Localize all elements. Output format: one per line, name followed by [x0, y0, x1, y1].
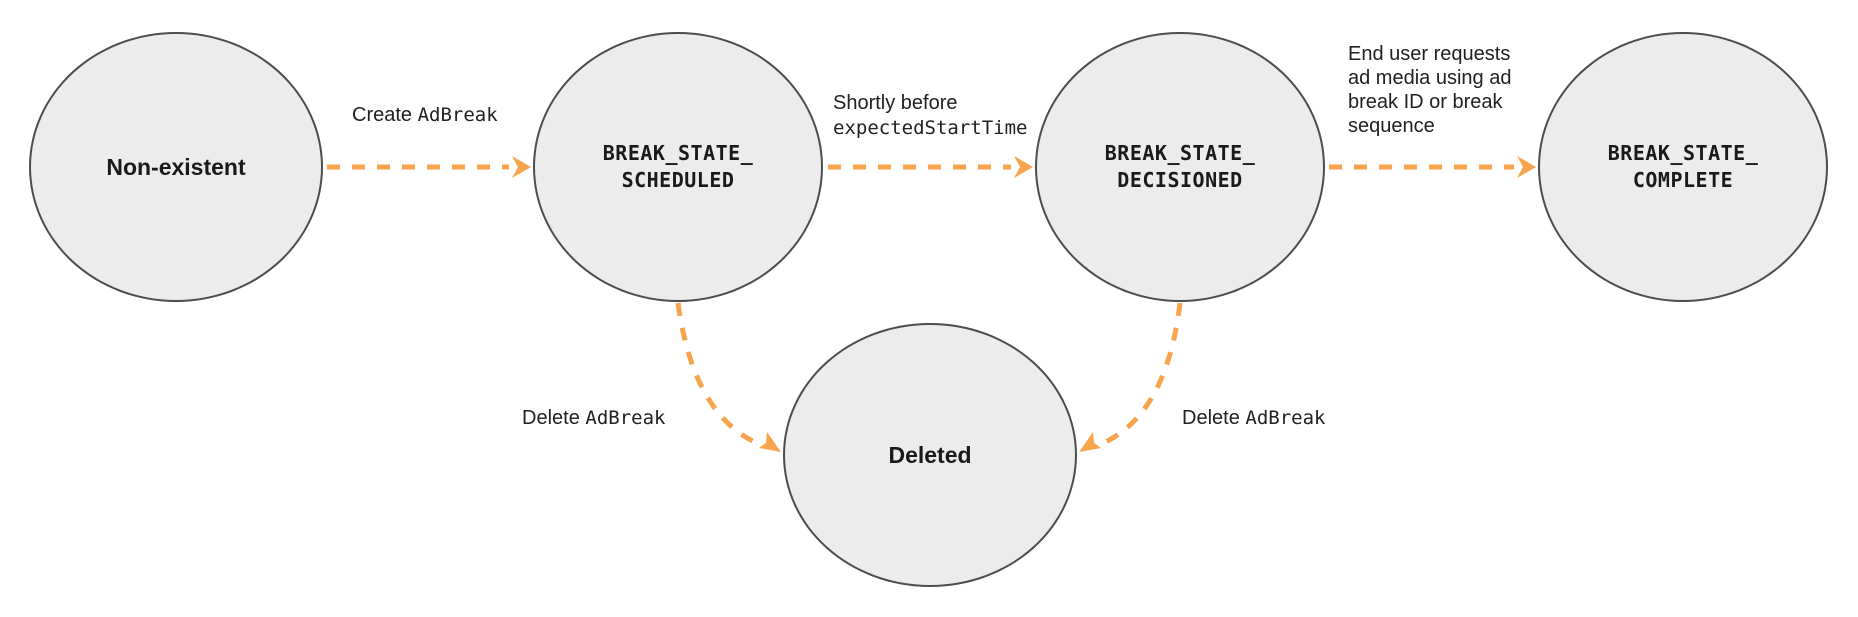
edge-label-end-user-requests: End user requests ad media using ad brea…	[1348, 42, 1536, 138]
edge-label-code: expectedStartTime	[833, 117, 1028, 139]
arrowhead-icon	[512, 156, 531, 178]
arrowhead-icon	[1079, 432, 1101, 452]
arrowhead-icon	[1014, 156, 1033, 178]
edge-label-text: End user requests ad media using ad brea…	[1348, 43, 1512, 137]
arrow-create-adbreak	[327, 156, 531, 178]
edge-label-code: AdBreak	[417, 104, 498, 126]
arrow-end-user-requests	[1329, 156, 1536, 178]
state-node-break-state-scheduled: BREAK_STATE_ SCHEDULED	[533, 32, 823, 302]
state-label: Non-existent	[106, 154, 246, 180]
edge-label-delete-adbreak-right: Delete AdBreak	[1182, 406, 1325, 431]
state-node-break-state-complete: BREAK_STATE_ COMPLETE	[1538, 32, 1828, 302]
edge-label-text: Shortly before	[833, 92, 958, 114]
arrowhead-icon	[1517, 156, 1536, 178]
arrow-delete-adbreak-left	[675, 302, 781, 452]
edge-label-code: AdBreak	[1245, 407, 1326, 429]
arrow-shortly-before	[828, 156, 1033, 178]
edge-label-text: Create	[352, 104, 418, 126]
state-label: BREAK_STATE_ COMPLETE	[1607, 141, 1759, 192]
edge-label-text: Delete	[522, 407, 586, 429]
state-node-deleted: Deleted	[783, 323, 1077, 587]
state-label: Deleted	[888, 442, 972, 468]
edge-label-create-adbreak: Create AdBreak	[352, 103, 498, 128]
edge-label-text: Delete	[1182, 407, 1246, 429]
edge-label-shortly-before: Shortly before expectedStartTime	[833, 91, 1027, 141]
arrow-delete-adbreak-right	[1079, 302, 1183, 452]
edge-label-delete-adbreak-left: Delete AdBreak	[522, 406, 665, 431]
edge-label-code: AdBreak	[585, 407, 666, 429]
state-node-break-state-decisioned: BREAK_STATE_ DECISIONED	[1035, 32, 1325, 302]
state-label: BREAK_STATE_ DECISIONED	[1104, 141, 1256, 192]
arrowhead-icon	[759, 432, 781, 452]
state-node-non-existent: Non-existent	[29, 32, 323, 302]
state-label: BREAK_STATE_ SCHEDULED	[602, 141, 754, 192]
